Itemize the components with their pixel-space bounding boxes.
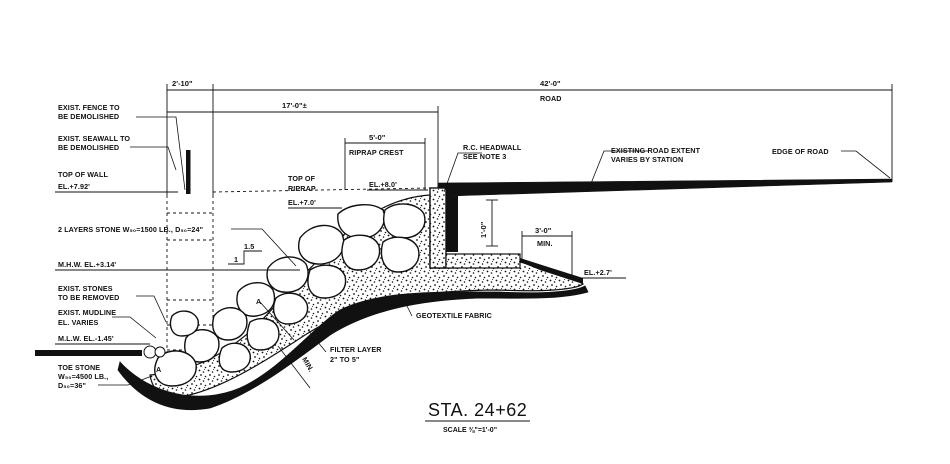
label-mlw: M.L.W. EL.-1.45' <box>58 334 114 343</box>
label-fence-line1: EXIST. FENCE TO <box>58 103 120 112</box>
label-filter-line2: 2" TO 5" <box>330 355 359 364</box>
bedding-layer <box>117 285 589 411</box>
dim-to-riprap: 17'-0"± <box>282 101 307 110</box>
dim-slope-horizontal: 1.5 <box>244 242 254 251</box>
section-scale: SCALE ⅜"=1'-0" <box>443 427 497 434</box>
label-top-riprap-line2: RIPRAP <box>288 184 316 193</box>
label-toe-line1: TOE STONE <box>58 363 100 372</box>
label-road-extent-line1: EXISTING ROAD EXTENT <box>611 146 701 155</box>
existing-toe-stones <box>143 345 166 359</box>
dim-riprap-crest-label: RIPRAP CREST <box>349 148 404 157</box>
armor-stones <box>154 203 426 387</box>
layer-marker-a-lower: A <box>156 365 161 374</box>
label-headwall-line2: SEE NOTE 3 <box>463 152 506 161</box>
dim-road-label: ROAD <box>540 94 562 103</box>
dim-min-label: MIN. <box>537 239 553 248</box>
dim-filter-thickness: 1' MIN. <box>296 349 316 374</box>
dim-riprap-crest-width: 5'-0" <box>369 133 386 142</box>
rc-headwall <box>429 187 583 284</box>
label-crest-el: EL.+8.0' <box>369 180 397 189</box>
label-seawall-line2: BE DEMOLISHED <box>58 143 119 152</box>
dim-wall-width: 2'-10" <box>172 79 193 88</box>
label-top-wall-line2: EL.+7.92' <box>58 182 90 191</box>
label-seawall-line1: EXIST. SEAWALL TO <box>58 134 130 143</box>
label-mudline-line2: EL. VARIES <box>58 318 99 327</box>
dim-road-width: 42'-0" <box>540 79 561 88</box>
label-stone-layers: 2 LAYERS STONE W₅₀=1500 LB., D₅₀=24" <box>58 225 203 234</box>
label-geotextile: GEOTEXTILE FABRIC <box>416 311 492 320</box>
label-toe-line2: W₅₀=4500 LB., <box>58 372 108 381</box>
label-mudline-line1: EXIST. MUDLINE <box>58 308 116 317</box>
leader-lines <box>98 116 891 389</box>
dim-slope-vertical: 1 <box>234 255 238 264</box>
label-el-right: EL.+2.7' <box>584 268 612 277</box>
dim-min-width: 3'-0" <box>535 226 552 235</box>
existing-fence-post <box>186 150 191 194</box>
label-exist-stones-line2: TO BE REMOVED <box>58 293 119 302</box>
label-filter-line1: FILTER LAYER <box>330 345 382 354</box>
label-toe-line3: D₅₀=36" <box>58 381 86 390</box>
elevation-lines <box>55 189 626 345</box>
section-title: STA. 24+62 <box>428 400 527 420</box>
label-headwall-line1: R.C. HEADWALL <box>463 143 522 152</box>
dim-headwall-depth: 1'-0" <box>479 221 488 238</box>
label-top-riprap-line1: TOP OF <box>288 174 316 183</box>
label-top-wall-line1: TOP OF WALL <box>58 170 108 179</box>
label-fence-line2: BE DEMOLISHED <box>58 112 119 121</box>
label-exist-stones-line1: EXIST. STONES <box>58 284 113 293</box>
label-top-riprap-el: EL.+7.0' <box>288 198 316 207</box>
label-edge-of-road: EDGE OF ROAD <box>772 147 829 156</box>
mudline-ground <box>35 350 142 356</box>
label-road-extent-line2: VARIES BY STATION <box>611 155 683 164</box>
label-mhw: M.H.W. EL.+3.14' <box>58 260 116 269</box>
layer-marker-a-upper: A <box>256 297 261 306</box>
dimension-lines <box>166 84 893 278</box>
